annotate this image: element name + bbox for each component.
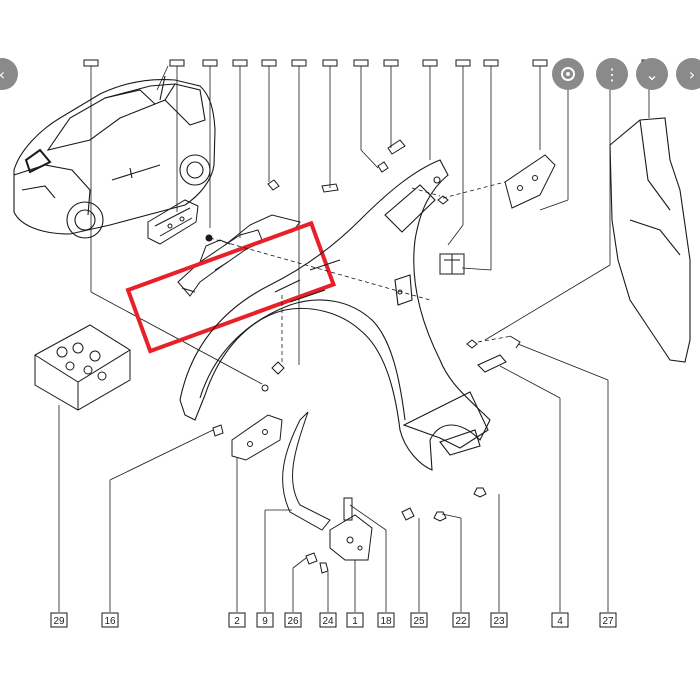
- small-plate: [477, 354, 507, 373]
- prev-button[interactable]: ‹: [0, 58, 18, 90]
- bottom-leader-lines: [58, 343, 609, 612]
- bracket-right: [504, 154, 556, 209]
- callout-4: 4: [557, 616, 563, 627]
- chevron-right-icon: ›: [688, 64, 696, 84]
- callout-26: 26: [287, 616, 299, 627]
- bottom-callout-boxes: [50, 612, 617, 628]
- callout-9: 9: [262, 616, 268, 627]
- bracket-small: [147, 199, 199, 245]
- chevron-down-icon: ⌄: [645, 64, 659, 84]
- callout-18: 18: [380, 616, 392, 627]
- callout-29: 29: [53, 616, 65, 627]
- assembly-lines: [209, 181, 513, 362]
- clip-kit-box: [34, 324, 131, 411]
- callout-25: 25: [413, 616, 425, 627]
- zoom-icon: [561, 67, 575, 81]
- callout-24: 24: [322, 616, 334, 627]
- more-icon: ⋮: [604, 64, 620, 84]
- lower-brackets: [231, 411, 373, 561]
- fasteners: [212, 139, 521, 574]
- clip-bracket: [439, 253, 465, 275]
- bottom-callout-labels: 29 16 2 9 26 24 1 18 25 22 23 4 27: [53, 616, 614, 627]
- collapse-button[interactable]: ⌄: [636, 58, 668, 90]
- callout-23: 23: [493, 616, 505, 627]
- fender-liner: [609, 117, 691, 363]
- callout-27: 27: [602, 616, 614, 627]
- callout-1: 1: [352, 616, 358, 627]
- callout-16: 16: [104, 616, 116, 627]
- zoom-button[interactable]: [552, 58, 584, 90]
- callout-2: 2: [234, 616, 240, 627]
- highlighted-part: [177, 214, 301, 297]
- car-illustration: [13, 65, 216, 239]
- callout-22: 22: [455, 616, 467, 627]
- fender-panel: [179, 159, 491, 471]
- next-button[interactable]: ›: [676, 58, 700, 90]
- more-button[interactable]: ⋮: [596, 58, 628, 90]
- highlight-box: [125, 220, 337, 354]
- chevron-left-icon: ‹: [0, 65, 5, 84]
- top-leader-lines: [90, 66, 650, 385]
